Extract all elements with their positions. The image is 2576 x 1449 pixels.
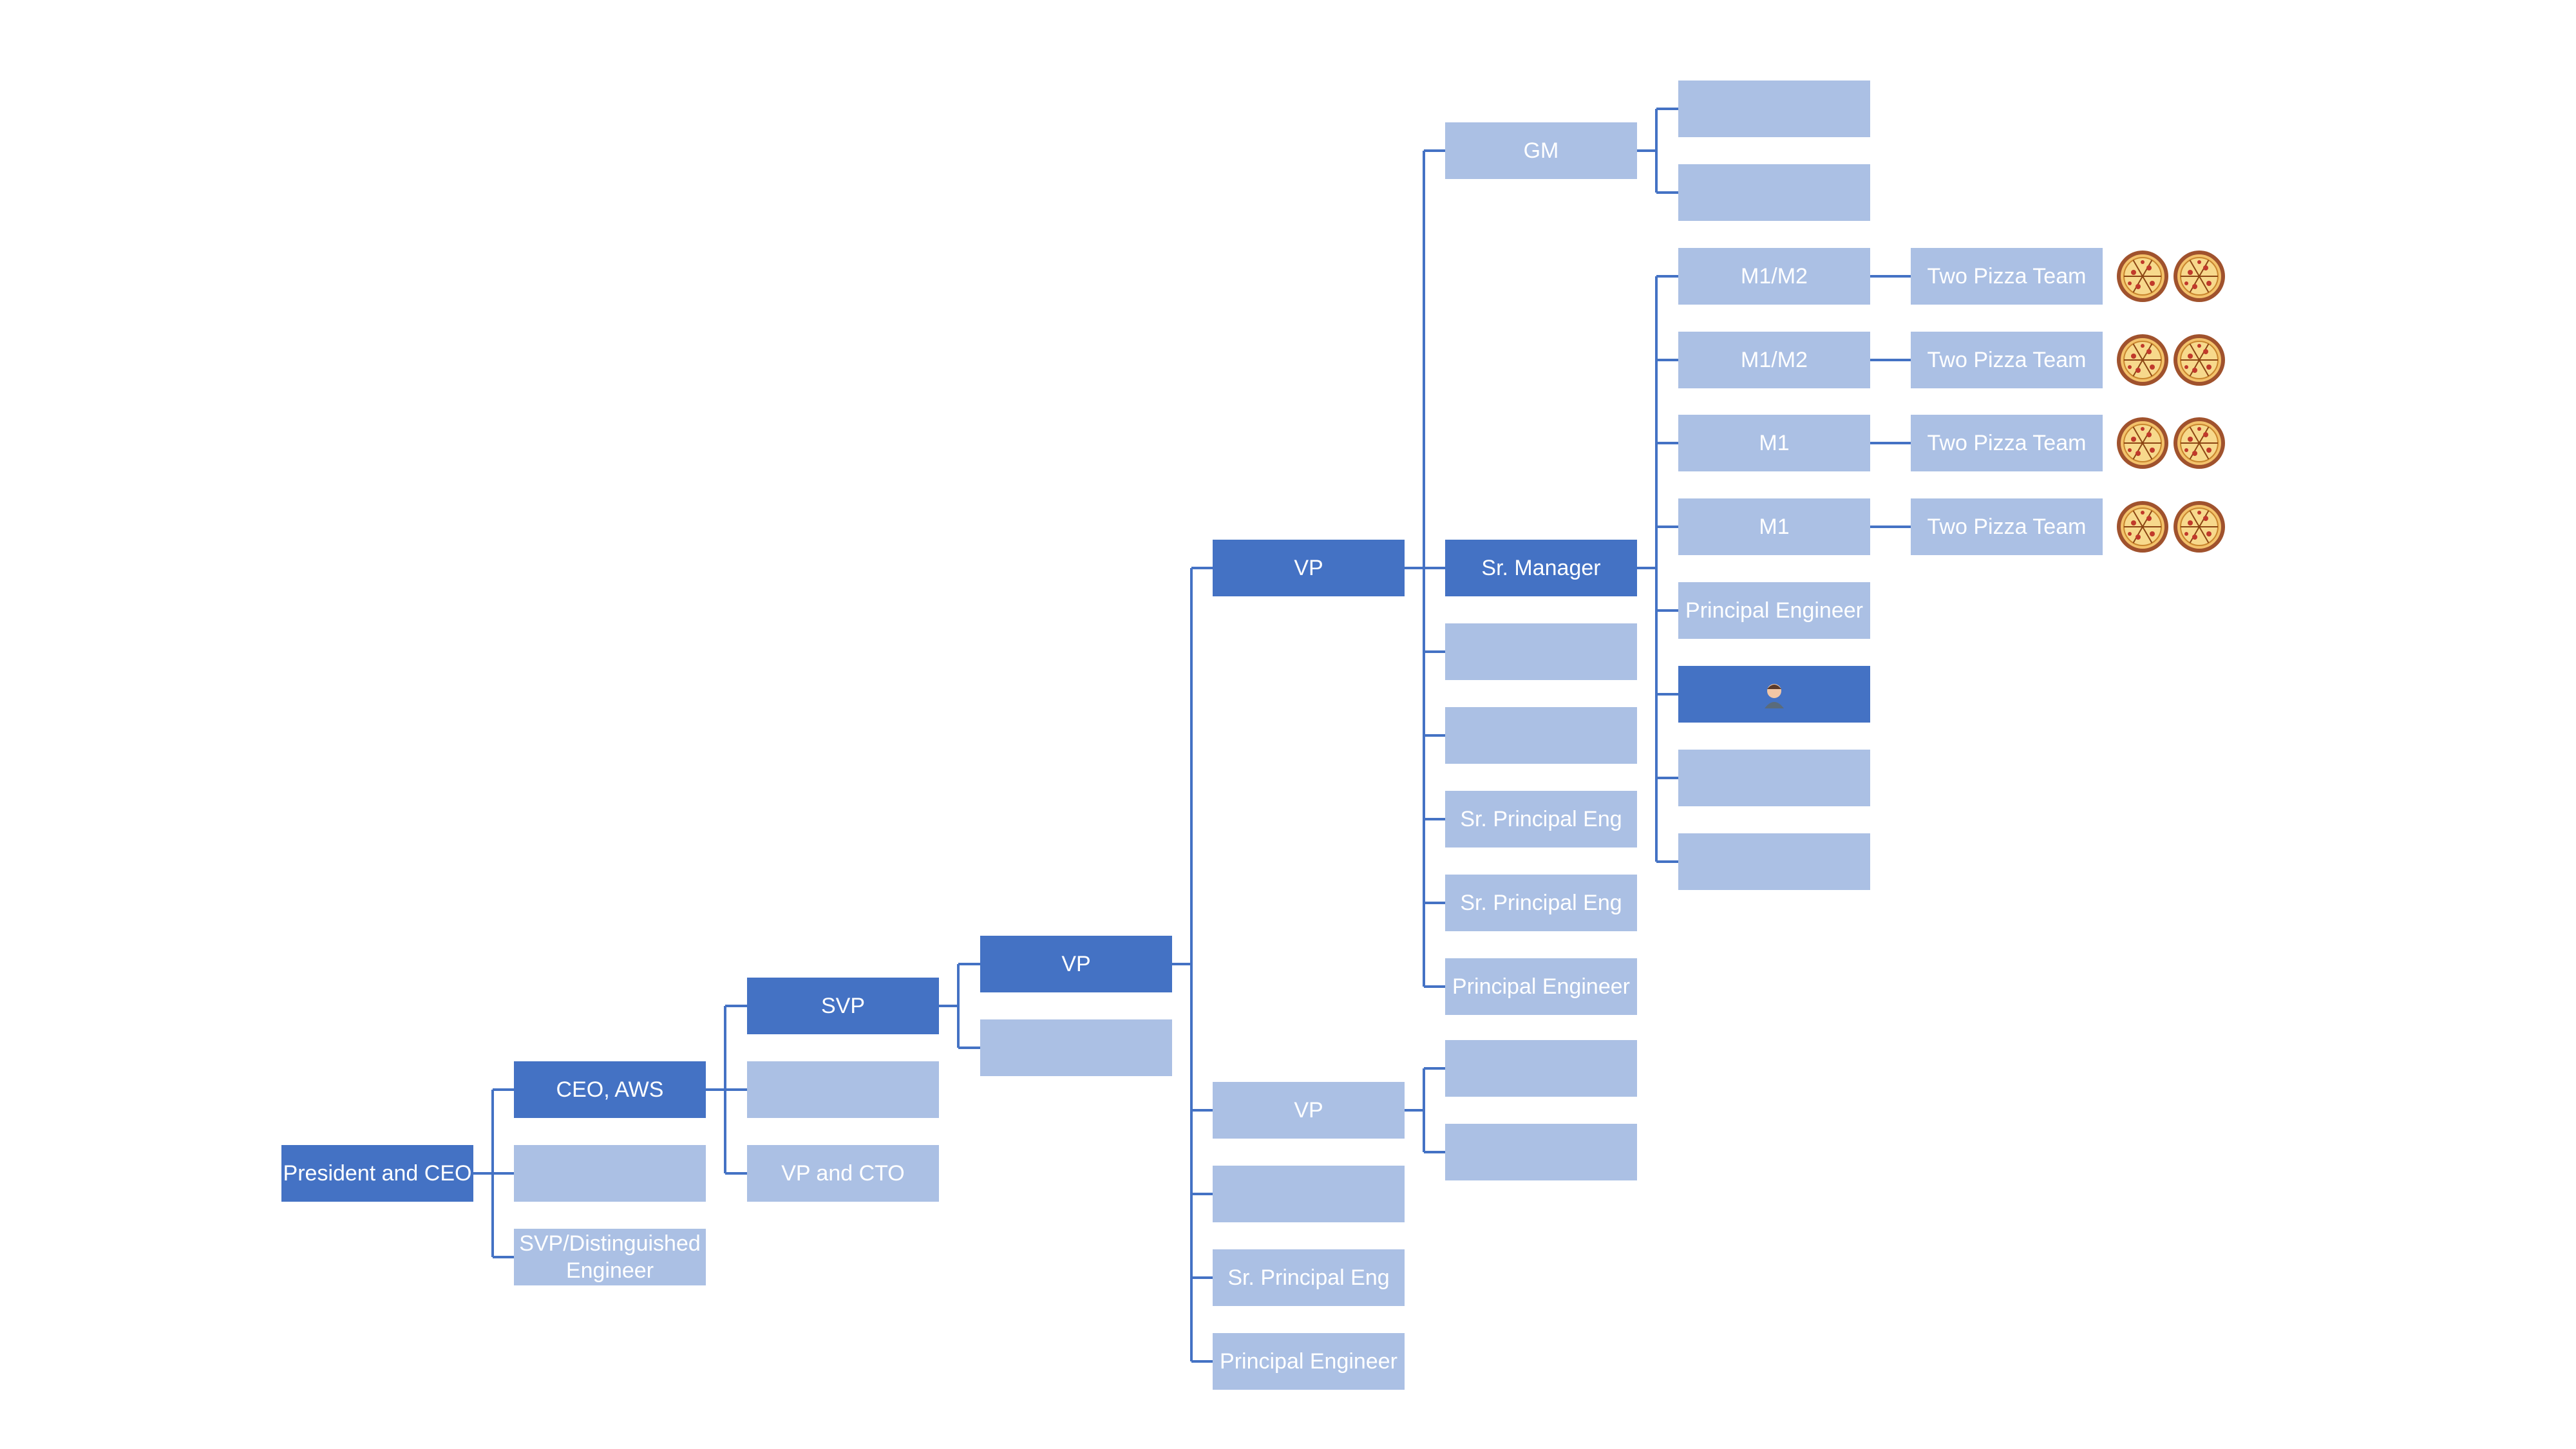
org-node-vp2[interactable]: VP <box>1213 540 1405 596</box>
org-node-svp[interactable]: SVP <box>747 978 939 1034</box>
icons <box>1765 250 2226 708</box>
node-label: Sr. Principal Eng <box>1460 891 1622 915</box>
org-node-l5-spe2[interactable]: Sr. Principal Eng <box>1445 875 1637 931</box>
org-node-sm-e2[interactable] <box>1678 833 1870 890</box>
node-label: President and CEO <box>283 1161 472 1186</box>
org-node-vp2-pe[interactable]: Principal Engineer <box>1213 1333 1405 1390</box>
node-label: Principal Engineer <box>1685 598 1863 623</box>
node-label: VP <box>1061 952 1090 976</box>
node-label: Two Pizza Team <box>1927 348 2087 372</box>
org-node-svp-sib1[interactable] <box>747 1061 939 1118</box>
node-label: GM <box>1524 138 1559 163</box>
org-node-team2[interactable]: Two Pizza Team <box>1911 332 2103 388</box>
org-node-sr-mgr[interactable]: Sr. Manager <box>1445 540 1637 596</box>
org-node-ceo-aws[interactable]: CEO, AWS <box>514 1061 706 1118</box>
org-node-sm-e1[interactable] <box>1678 750 1870 806</box>
node-label: M1/M2 <box>1741 264 1808 289</box>
org-node-l5-pe[interactable]: Principal Engineer <box>1445 958 1637 1015</box>
node-label: M1 <box>1759 515 1789 539</box>
node-label: Two Pizza Team <box>1927 515 2087 539</box>
pizza-icon <box>2173 250 2226 303</box>
org-node-team3[interactable]: Two Pizza Team <box>1911 415 2103 471</box>
org-node-vp2-sib1[interactable] <box>1213 1166 1405 1222</box>
pizza-icon <box>2173 500 2226 553</box>
org-node-sm-pe[interactable]: Principal Engineer <box>1678 582 1870 639</box>
pizza-icon <box>2116 334 2169 386</box>
node-label: Sr. Principal Eng <box>1227 1265 1389 1290</box>
connector-gm <box>1637 108 1678 194</box>
node-label: Principal Engineer <box>1220 1349 1397 1374</box>
node-label: M1/M2 <box>1741 348 1808 372</box>
org-node-l5-spe1[interactable]: Sr. Principal Eng <box>1445 791 1637 848</box>
org-node-gm-e1[interactable] <box>1678 80 1870 137</box>
person-icon <box>1765 684 1784 708</box>
org-node-m1-a[interactable]: M1 <box>1678 415 1870 471</box>
org-node-gm[interactable]: GM <box>1445 122 1637 179</box>
connector-ceo_aws <box>706 1005 747 1175</box>
node-label: CEO, AWS <box>556 1077 664 1102</box>
nodes: President and CEO CEO, AWS SVP/Distinguish… <box>281 80 2103 1390</box>
org-node-m1m2-a[interactable]: M1/M2 <box>1678 248 1870 305</box>
org-node-vp1-sib[interactable] <box>980 1019 1172 1076</box>
pizza-icon <box>2173 334 2226 386</box>
node-label: M1 <box>1759 431 1789 455</box>
node-label: Two Pizza Team <box>1927 431 2087 455</box>
pizza-icon <box>2116 417 2169 469</box>
org-node-gm-e2[interactable] <box>1678 164 1870 221</box>
node-label: VP <box>1294 1098 1323 1122</box>
org-node-vp3[interactable]: VP <box>1213 1082 1405 1139</box>
pizza-icon <box>2173 417 2226 469</box>
node-label: SVP <box>821 994 865 1018</box>
org-node-vp3-e2[interactable] <box>1445 1124 1637 1180</box>
node-label: Sr. Principal Eng <box>1460 807 1622 831</box>
org-node-l5-e1[interactable] <box>1445 623 1637 680</box>
connector-vp3 <box>1405 1067 1445 1153</box>
connector-vp2 <box>1405 149 1445 988</box>
org-node-m1-b[interactable]: M1 <box>1678 498 1870 555</box>
node-label: VP and CTO <box>781 1161 905 1186</box>
node-label: VP <box>1294 556 1323 580</box>
connector-svp <box>939 963 980 1049</box>
pizza-icon <box>2116 500 2169 553</box>
node-label: Sr. Manager <box>1481 556 1600 580</box>
org-node-team4[interactable]: Two Pizza Team <box>1911 498 2103 555</box>
org-node-president[interactable]: President and CEO <box>281 1145 473 1202</box>
node-label: Two Pizza Team <box>1927 264 2087 289</box>
org-node-l5-e2[interactable] <box>1445 707 1637 764</box>
org-node-vp1[interactable]: VP <box>980 936 1172 992</box>
connector-lines <box>473 108 1911 1363</box>
org-node-m1m2-b[interactable]: M1/M2 <box>1678 332 1870 388</box>
org-node-vp-cto[interactable]: VP and CTO <box>747 1145 939 1202</box>
connector-sr_mgr <box>1637 275 1678 863</box>
pizza-icon <box>2116 250 2169 303</box>
org-node-team1[interactable]: Two Pizza Team <box>1911 248 2103 305</box>
org-node-vp3-e1[interactable] <box>1445 1040 1637 1097</box>
connector-president <box>473 1088 514 1258</box>
node-label: Principal Engineer <box>1452 974 1630 999</box>
org-node-ceo-sib1[interactable] <box>514 1145 706 1202</box>
connector-vp1 <box>1172 567 1213 1363</box>
org-node-vp2-spe[interactable]: Sr. Principal Eng <box>1213 1249 1405 1306</box>
